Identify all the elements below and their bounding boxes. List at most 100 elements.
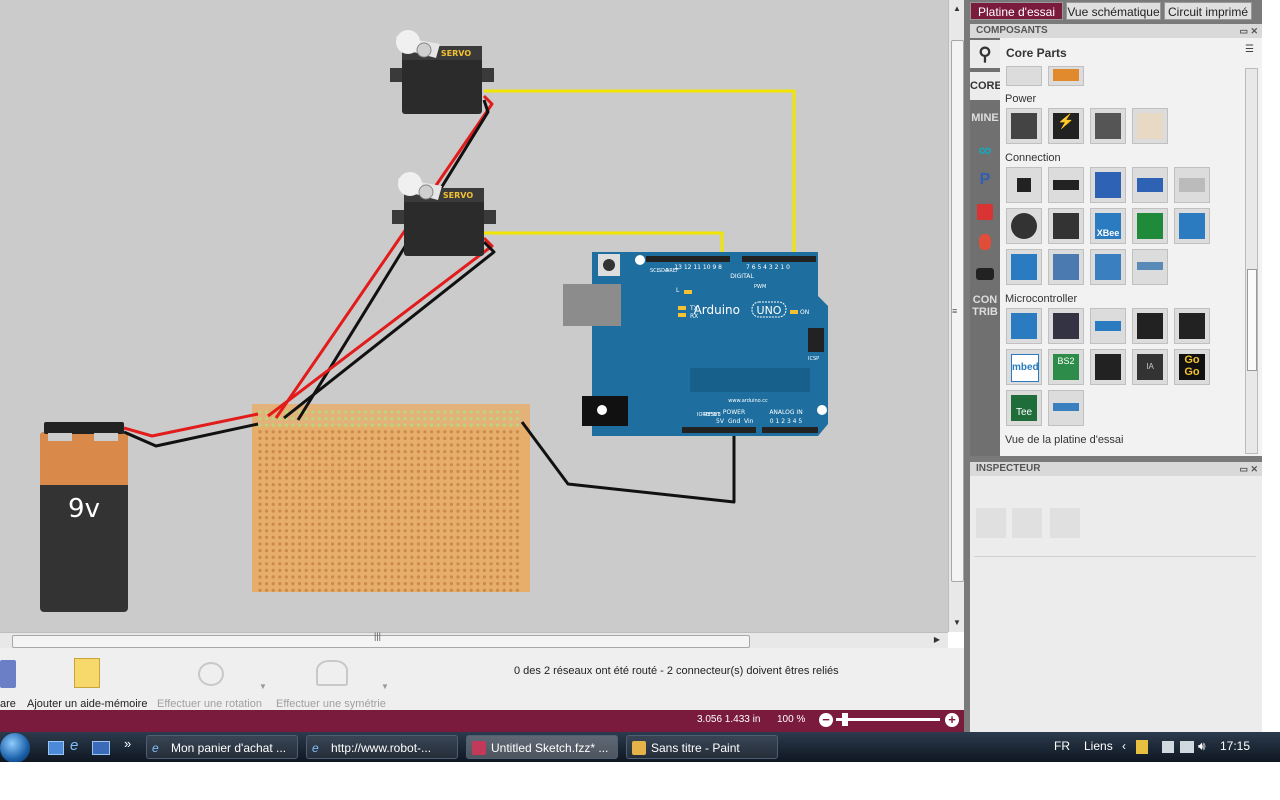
taskbar-item-label: Mon panier d'achat ... [171, 741, 287, 755]
part-gogo[interactable]: Go Go [1174, 349, 1210, 385]
breadboard-canvas[interactable]: 9v SERVO [0, 0, 948, 632]
part-arduino-uno[interactable] [1006, 308, 1042, 344]
flip-button[interactable]: Effectuer une symétrie [276, 698, 386, 710]
ie-icon: e [152, 741, 159, 755]
scroll-up-icon[interactable]: ▲ [953, 4, 961, 13]
taskbar-item-browser-cart[interactable]: e Mon panier d'achat ... [146, 735, 298, 759]
part-arduino-board[interactable] [1006, 249, 1042, 285]
windows-taskbar: e » e Mon panier d'achat ... e http://ww… [0, 732, 1280, 763]
part-battery[interactable]: ⚡ [1048, 108, 1084, 144]
bin-menu-icon[interactable]: ☰ [1245, 44, 1254, 55]
rotate-button[interactable]: Effectuer une rotation [157, 698, 262, 710]
arduino-power-label: POWER [723, 409, 745, 416]
search-icon[interactable]: ⚲ [970, 40, 1000, 68]
bin-tab-mine[interactable]: MINE [971, 112, 999, 124]
parallax-bin-icon[interactable]: P [979, 171, 991, 188]
part-ethernet-shield[interactable] [1174, 208, 1210, 244]
part-battery-holder[interactable] [1132, 108, 1168, 144]
tab-schematic[interactable]: Vue schématique [1066, 2, 1161, 20]
network-icon[interactable] [1180, 741, 1194, 753]
arduino-bin-icon[interactable]: ∞ [978, 140, 992, 160]
part-shield[interactable] [1132, 208, 1168, 244]
part-item[interactable] [1048, 66, 1084, 86]
part-item[interactable] [1006, 66, 1042, 86]
part-header[interactable] [1048, 167, 1084, 203]
part-power-supply[interactable] [1090, 108, 1126, 144]
links-toolbar[interactable]: Liens [1084, 739, 1113, 753]
language-indicator[interactable]: FR [1054, 739, 1070, 753]
zoom-in-button[interactable]: + [945, 713, 959, 727]
part-module[interactable] [1048, 249, 1084, 285]
arduino-rx: RX [690, 313, 698, 320]
part-battery-pack[interactable] [1006, 108, 1042, 144]
part-usb[interactable] [1174, 167, 1210, 203]
bin-tab-contrib-2[interactable]: TRIB [972, 306, 998, 318]
part-strip[interactable] [1132, 249, 1168, 285]
part-lilypad-alt[interactable] [1174, 308, 1210, 344]
part-picaxe[interactable] [1090, 349, 1126, 385]
taskbar-item-paint[interactable]: Sans titre - Paint [626, 735, 778, 759]
flip-dropdown-icon[interactable]: ▼ [381, 682, 389, 691]
bin-tab-core[interactable]: CORE [970, 72, 1002, 100]
rotate-dropdown-icon[interactable]: ▼ [259, 682, 267, 691]
part-arduino-nano[interactable] [1090, 308, 1126, 344]
panel-float-close-icon[interactable]: ▭ ✕ [1239, 26, 1258, 36]
start-button[interactable] [0, 733, 30, 763]
part-connector[interactable] [1006, 167, 1042, 203]
tray-app-icon[interactable] [1162, 741, 1174, 753]
clock[interactable]: 17:15 [1220, 739, 1251, 753]
zoom-out-button[interactable]: − [819, 713, 833, 727]
part-screw-terminal[interactable] [1090, 167, 1126, 203]
canvas-vertical-scrollbar[interactable]: ▲ ≡ ▼ [948, 0, 965, 632]
part-bs2[interactable]: BS2 [1048, 349, 1084, 385]
tray-expand-icon[interactable]: ‹ [1122, 739, 1126, 753]
part-breakout[interactable] [1048, 390, 1084, 426]
parts-bin-scroll-thumb[interactable] [1247, 269, 1257, 371]
snootlab-bin-icon[interactable] [970, 262, 1000, 286]
servo-2[interactable]: SERVO [392, 172, 496, 256]
part-db9[interactable] [1132, 167, 1168, 203]
taskbar-item-fritzing[interactable]: Untitled Sketch.fzz* ... [466, 735, 618, 759]
scroll-right-icon[interactable]: ▶ [933, 635, 940, 644]
category-microcontroller: Microcontroller [1005, 293, 1078, 305]
battery-9v[interactable]: 9v [40, 422, 128, 612]
tab-pcb[interactable]: Circuit imprimé [1164, 2, 1252, 20]
quicklaunch-more-icon[interactable]: » [124, 736, 132, 751]
canvas-horizontal-scrollbar[interactable]: ||| ▶ [0, 631, 948, 649]
part-arduino-mega[interactable] [1048, 308, 1084, 344]
servo-1[interactable]: SERVO [390, 30, 494, 114]
part-xbee[interactable]: XBee [1090, 208, 1126, 244]
bin-tab-contrib-1[interactable]: CON [972, 294, 998, 306]
part-ic[interactable]: IA [1132, 349, 1168, 385]
shield-icon[interactable] [1136, 740, 1148, 754]
wires[interactable] [123, 89, 796, 504]
zoom-slider[interactable] [836, 713, 940, 726]
parts-bin-scrollbar[interactable] [1245, 68, 1258, 454]
seeed-bin-icon[interactable] [970, 230, 1000, 254]
canvas-horizontal-scroll-thumb[interactable] [12, 635, 750, 648]
protoboard[interactable] [252, 404, 530, 592]
panel-float-close-icon[interactable]: ▭ ✕ [1239, 464, 1258, 474]
arduino-uno[interactable]: Arduino UNO DIGITAL 13 12 11 10 9 8 7 6 … [563, 252, 828, 436]
add-note-button[interactable]: Ajouter un aide-mémoire [27, 698, 148, 710]
taskbar-item-browser-robot[interactable]: e http://www.robot-... [306, 735, 458, 759]
share-icon[interactable] [0, 660, 16, 688]
part-card-slot[interactable] [1048, 208, 1084, 244]
ie-quicklaunch-icon[interactable]: e [70, 737, 79, 754]
note-icon[interactable] [74, 658, 100, 688]
part-tee[interactable]: Tee [1006, 390, 1042, 426]
tab-breadboard[interactable]: Platine d'essai [970, 2, 1063, 20]
show-desktop-icon[interactable] [48, 741, 64, 755]
canvas-vertical-scroll-thumb[interactable] [951, 40, 964, 582]
sketch-svg[interactable]: 9v SERVO [0, 0, 948, 632]
window-switcher-icon[interactable] [92, 741, 110, 755]
volume-icon[interactable]: 🔊︎ [1198, 739, 1206, 753]
part-din[interactable] [1006, 208, 1042, 244]
part-proto-shield[interactable] [1090, 249, 1126, 285]
part-lilypad[interactable] [1132, 308, 1168, 344]
scroll-down-icon[interactable]: ▼ [953, 618, 961, 627]
zoom-slider-handle[interactable] [842, 713, 848, 726]
share-button-label[interactable]: are [0, 698, 16, 710]
part-mbed[interactable]: mbed [1006, 349, 1042, 385]
sparkfun-bin-icon[interactable] [970, 200, 1000, 224]
